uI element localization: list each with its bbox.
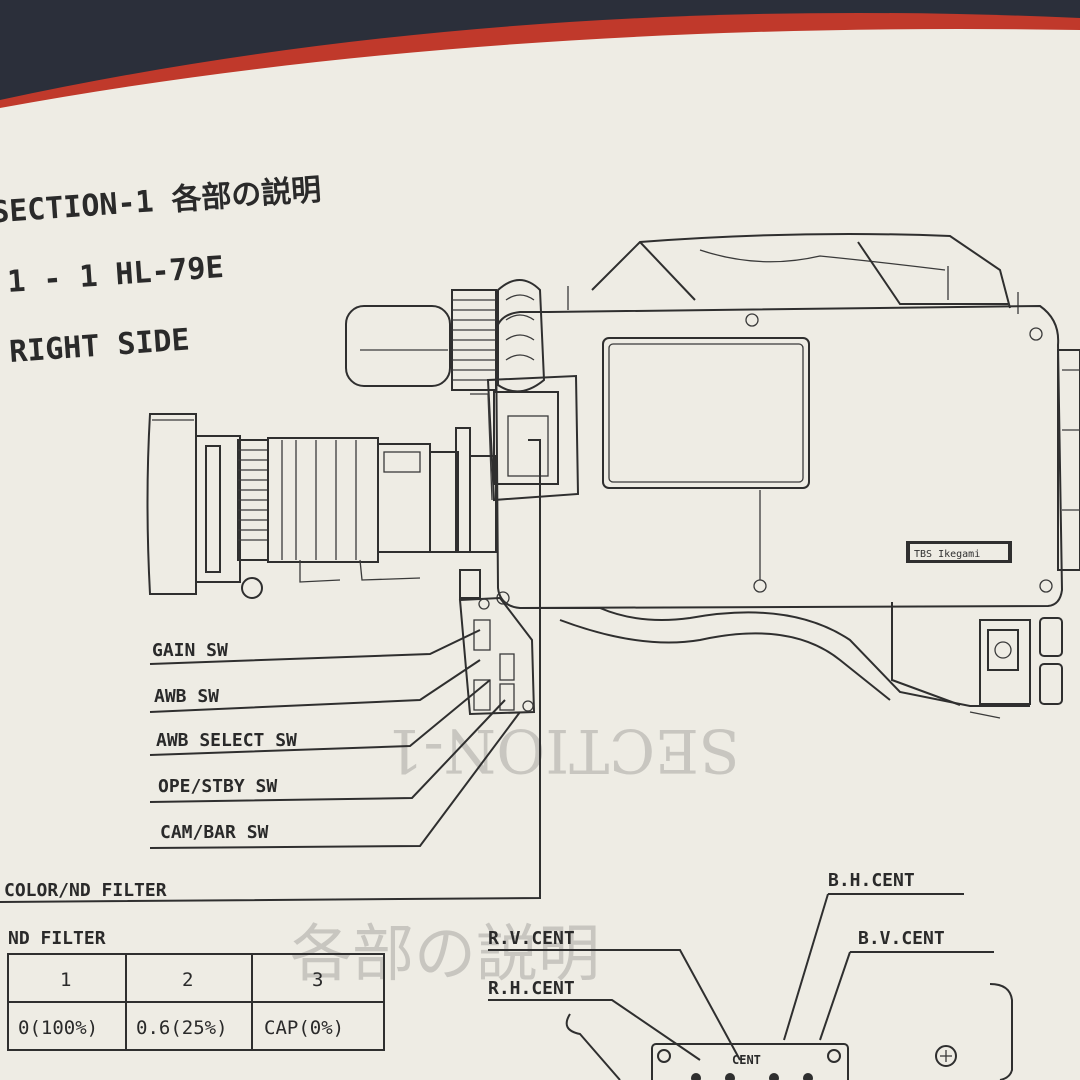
label-r-v-cent: R.V.CENT (488, 928, 575, 949)
callout-ope-stby-sw: OPE/STBY SW (158, 776, 277, 797)
callout-leaders (0, 439, 541, 903)
nd-value-3: CAP(0%) (264, 1017, 344, 1039)
centering-leaders (488, 893, 994, 1080)
callout-color-nd-filter: COLOR/ND FILTER (4, 880, 167, 901)
camera-illustration: TBS Ikegami (146, 233, 1080, 719)
panel-cent-label: CENT (732, 1053, 761, 1067)
nd-filter-title: ND FILTER (8, 928, 106, 949)
nd-header-3: 3 (312, 969, 323, 991)
label-b-v-cent: B.V.CENT (858, 928, 945, 949)
nd-value-2: 0.6(25%) (136, 1017, 228, 1039)
callout-gain-sw: GAIN SW (152, 640, 228, 661)
ghost-section-text: SECTION-1 (385, 715, 740, 785)
label-b-h-cent: B.H.CENT (828, 870, 915, 891)
nd-value-1: 0(100%) (18, 1017, 98, 1039)
callout-awb-sw: AWB SW (154, 686, 219, 707)
nd-header-1: 1 (60, 969, 71, 991)
callout-awb-select-sw: AWB SELECT SW (156, 730, 297, 751)
nd-filter-table (7, 953, 385, 1051)
centering-panel (651, 983, 1013, 1080)
nameplate-badge: TBS Ikegami (914, 549, 980, 560)
callout-cam-bar-sw: CAM/BAR SW (160, 822, 269, 843)
label-r-h-cent: R.H.CENT (488, 978, 575, 999)
nd-header-2: 2 (182, 969, 193, 991)
